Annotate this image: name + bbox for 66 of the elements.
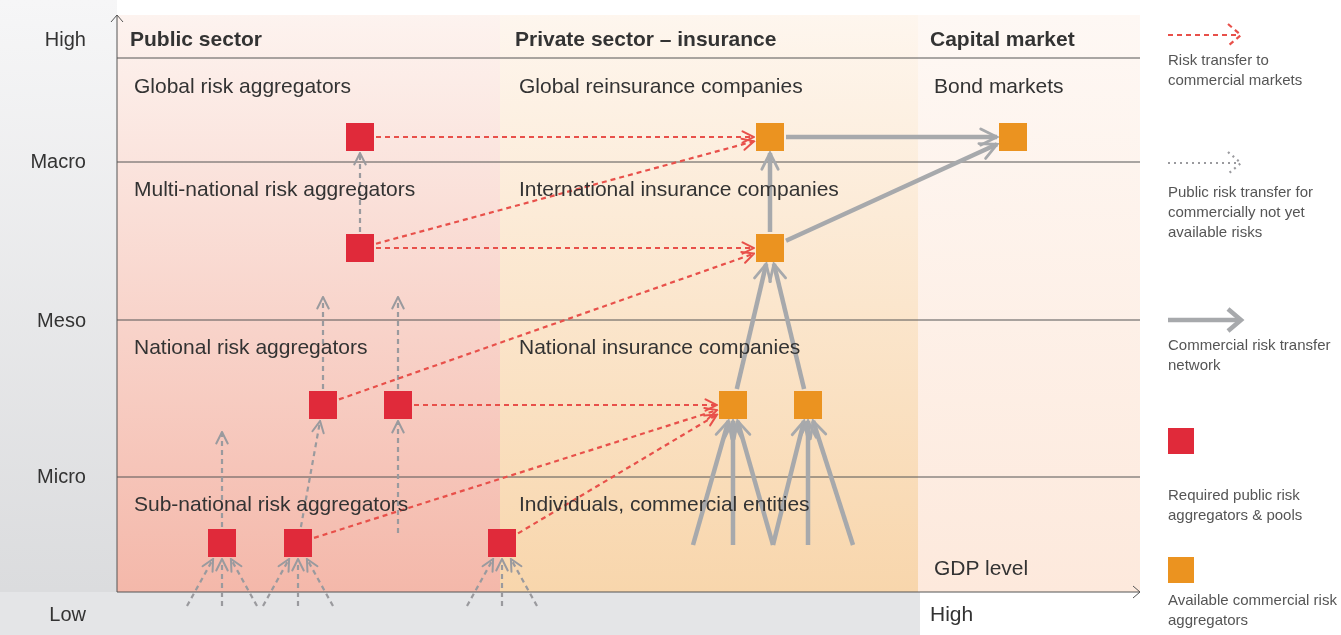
aggregator-square [794, 391, 822, 419]
aggregator-square [488, 529, 516, 557]
axis-label: High [44, 27, 86, 51]
row-label: National risk aggregators [134, 335, 368, 359]
arrow [785, 142, 999, 243]
arrow [786, 127, 999, 147]
row-label: Individuals, commercial entities [519, 492, 810, 516]
aggregator-square [284, 529, 312, 557]
arrow [414, 398, 718, 412]
arrow [808, 419, 856, 546]
aggregator-square [999, 123, 1027, 151]
arrow [376, 241, 755, 255]
aggregator-square [208, 529, 236, 557]
axis-label: Meso [37, 308, 86, 332]
arrow [186, 558, 215, 607]
column-heading: Private sector – insurance [515, 27, 777, 51]
arrow [732, 419, 776, 546]
aggregator-square [756, 123, 784, 151]
arrow [466, 558, 495, 607]
row-label: Global reinsurance companies [519, 74, 803, 98]
arrow [517, 413, 718, 535]
arrow [305, 558, 334, 607]
legend-label: Commercial risk transfer network [1168, 335, 1332, 375]
axis-label: Micro [37, 464, 86, 488]
axis-label: Low [49, 602, 86, 626]
arrow [723, 419, 743, 545]
arrow [391, 296, 405, 389]
aggregator-square [309, 391, 337, 419]
arrow [338, 251, 755, 401]
arrow [375, 137, 755, 245]
column-heading: Capital market [930, 27, 1075, 51]
row-label: National insurance companies [519, 335, 801, 359]
arrow [495, 558, 509, 606]
legend-label: Required public risk aggregators & pools [1168, 485, 1304, 525]
row-label: Sub-national risk aggregators [134, 492, 409, 516]
aggregator-square [346, 123, 374, 151]
arrow [299, 420, 325, 528]
aggregator-square [756, 234, 784, 262]
aggregator-square [384, 391, 412, 419]
arrow [509, 558, 538, 607]
arrow [229, 558, 258, 607]
arrow [768, 262, 807, 390]
arrow [353, 152, 367, 232]
aggregator-square [346, 234, 374, 262]
column-heading: Public sector [130, 27, 262, 51]
arrow [316, 296, 330, 389]
arrow [291, 558, 305, 606]
arrow [734, 262, 772, 390]
arrow [760, 151, 780, 232]
row-label: GDP level [934, 556, 1029, 580]
arrow [391, 420, 405, 533]
arrow [690, 419, 734, 546]
row-label: Global risk aggregators [134, 74, 352, 98]
row-label: Bond markets [934, 74, 1064, 98]
aggregator-square [719, 391, 747, 419]
arrow [313, 407, 718, 539]
arrow [262, 558, 291, 607]
row-label: High [930, 602, 974, 626]
arrow [215, 558, 229, 606]
arrow [376, 130, 755, 144]
legend-label: Public risk transfer for commercially not yet available risks [1168, 182, 1315, 242]
arrow [215, 431, 229, 527]
legend-label: Available commercial risk aggregators [1168, 590, 1338, 630]
axis-label: Macro [30, 149, 86, 173]
row-label: Multi-national risk aggregators [134, 177, 416, 201]
legend-label: Risk transfer to commercial markets [1168, 50, 1304, 90]
